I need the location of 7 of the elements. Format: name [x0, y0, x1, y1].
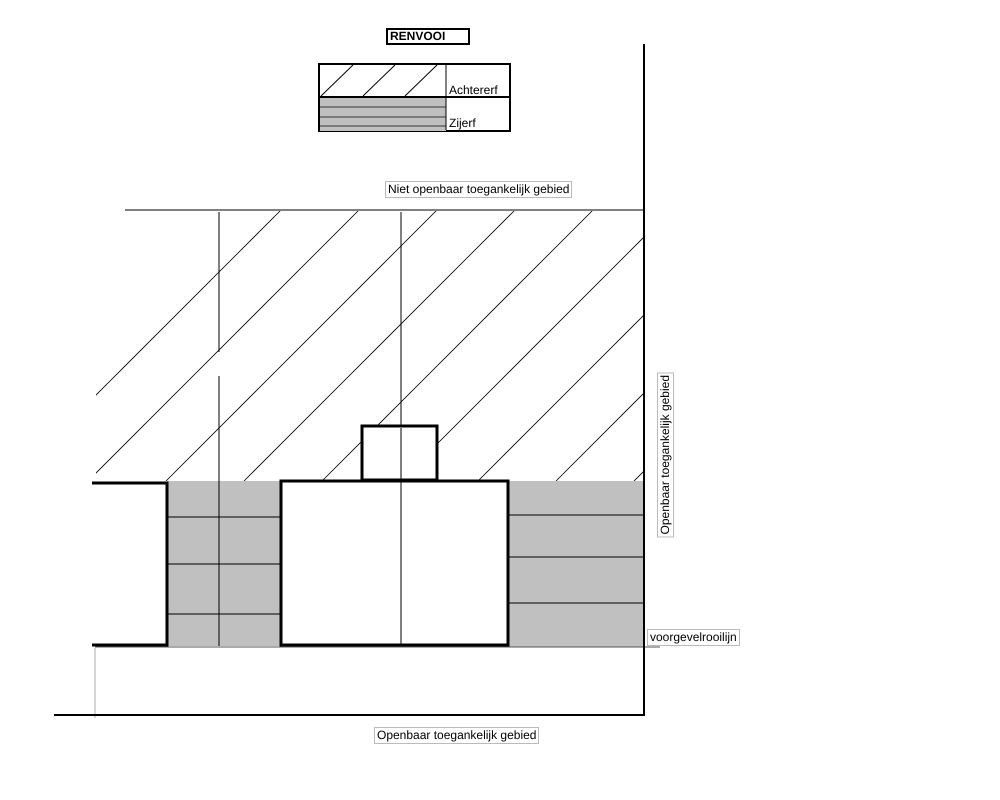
legend-label: Achtererf — [449, 83, 498, 98]
area-label: Niet openbaar toegankelijk gebied — [385, 181, 572, 198]
legend-title: RENVOOI — [386, 28, 470, 45]
line-label: voorgevelrooilijn — [647, 629, 740, 646]
legend-label: Zijerf — [449, 116, 476, 131]
area-label: Openbaar toegankelijk gebied — [374, 727, 540, 744]
area-label: Openbaar toegankelijk gebied — [657, 372, 674, 538]
